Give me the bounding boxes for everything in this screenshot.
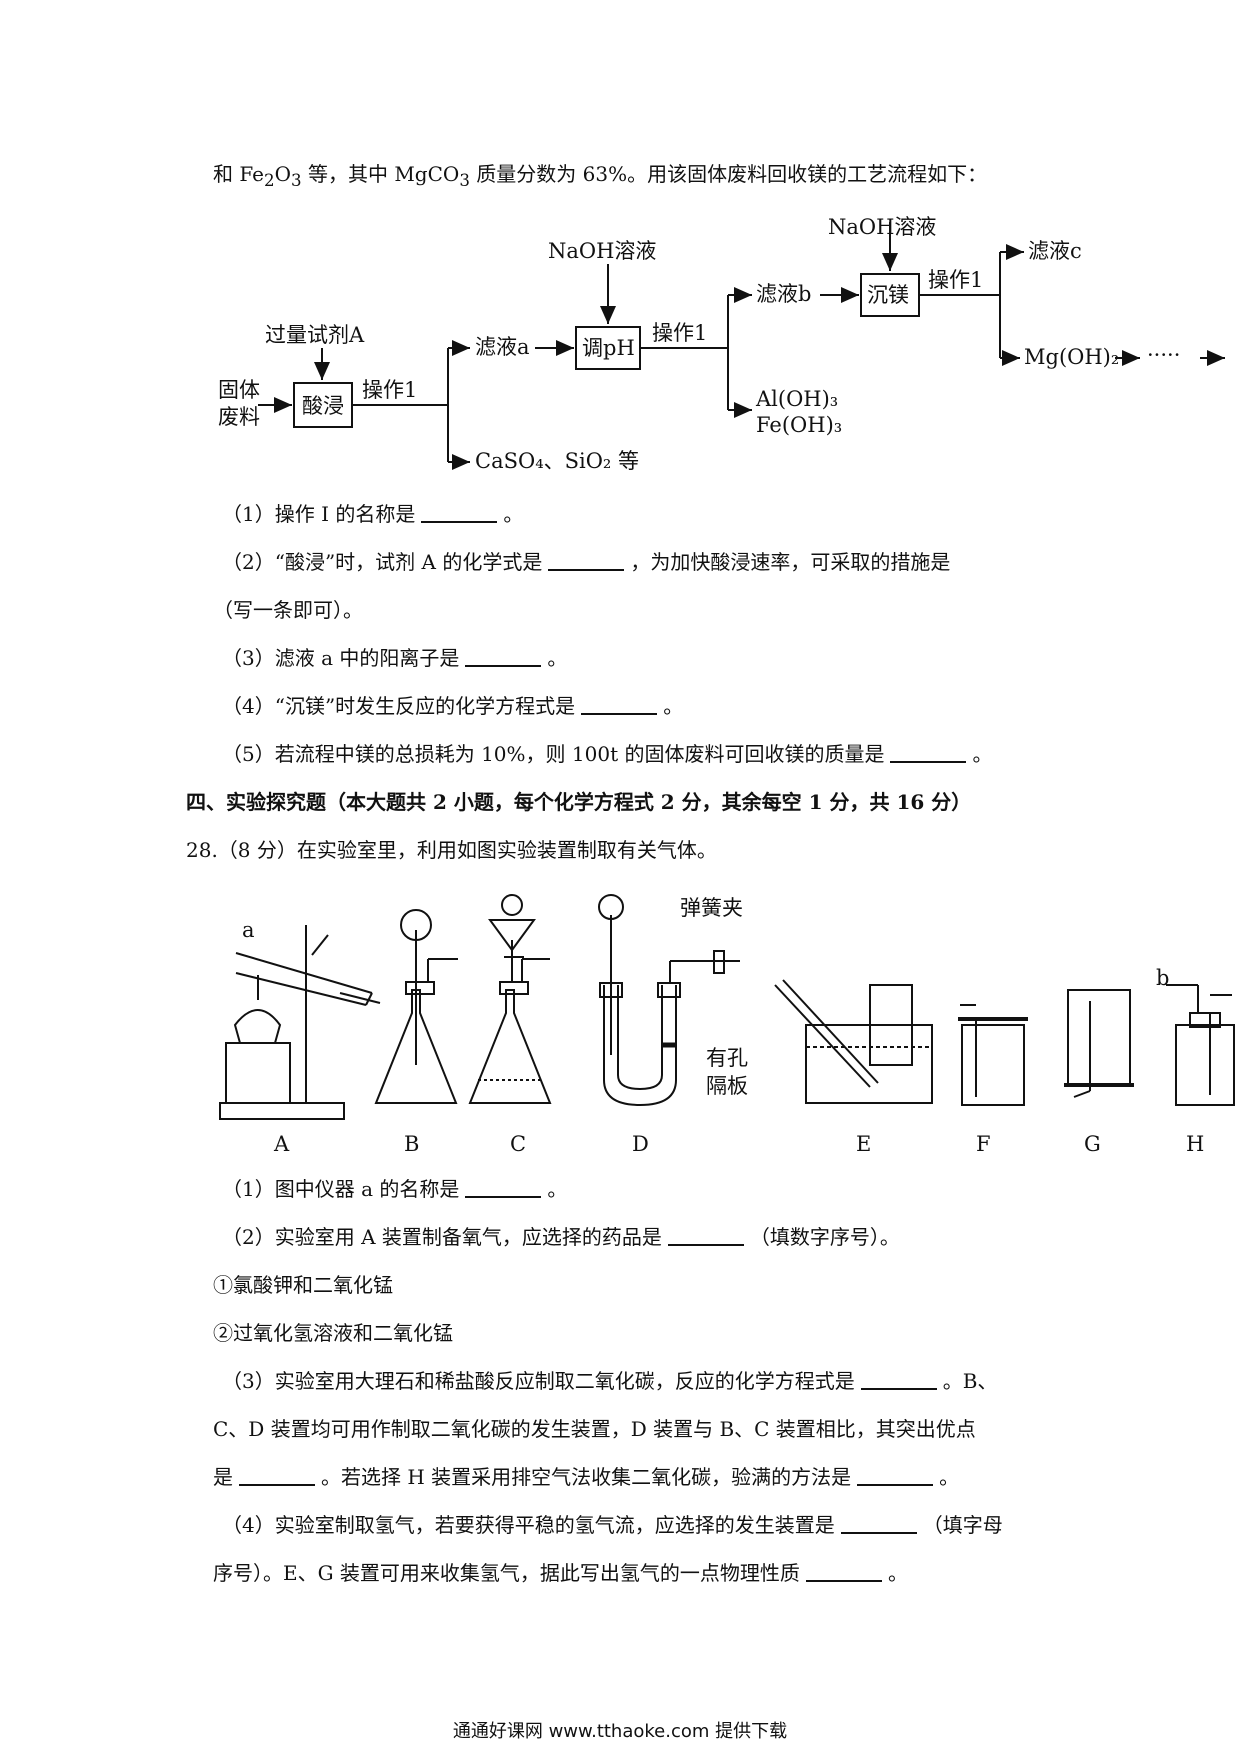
flow-reagent-a: 过量试剂A	[265, 323, 365, 347]
section-heading: 四、实验探究题（本大题共 2 小题，每个化学方程式 2 分，其余每空 1 分，共…	[186, 790, 972, 814]
apparatus-letter-c: C	[510, 1132, 526, 1156]
process-flow-diagram: 固体 废料 过量试剂A 酸浸 操作1 滤液a CaSO₄、SiO₂ 等 NaOH…	[218, 215, 1225, 473]
spring-clip-label: 弹簧夹	[680, 896, 743, 920]
apparatus-letter-f: F	[976, 1132, 991, 1156]
answer-blank[interactable]	[465, 647, 542, 667]
apparatus-diagram: a b 弹簧夹 有孔 隔板 A B C D E F G H	[219, 894, 1235, 1156]
flow-filtrate-b: 滤液b	[756, 282, 811, 306]
intro-line: 和 Fe2O3 等，其中 MgCO3 质量分数为 63%。用该固体废料回收镁的工…	[213, 162, 988, 190]
flow-adjust-ph: 调pH	[582, 336, 635, 360]
apparatus-letter-e: E	[856, 1132, 871, 1156]
q28-item-3: （3）实验室用大理石和稀盐酸反应制取二氧化碳，反应的化学方程式是。B、	[222, 1369, 998, 1393]
q27-item-2b: （写一条即可）。	[213, 598, 363, 622]
answer-blank[interactable]	[548, 551, 625, 571]
answer-blank[interactable]	[581, 695, 658, 715]
flow-filtrate-c: 滤液c	[1028, 239, 1082, 263]
flow-op1-c: 操作1	[928, 268, 983, 292]
apparatus-letter-g: G	[1084, 1132, 1101, 1156]
flow-naoh-1: NaOH溶液	[548, 239, 656, 263]
q28-option-2: ②过氧化氢溶液和二氧化锰	[213, 1321, 453, 1345]
answer-blank[interactable]	[465, 1178, 542, 1198]
answer-blank[interactable]	[805, 1562, 882, 1582]
q27-item-1: （1）操作 I 的名称是。	[222, 502, 524, 526]
page-footer: 通通好课网 www.tthaoke.com 提供下载	[452, 1721, 788, 1742]
apparatus-letter-d: D	[632, 1132, 649, 1156]
answer-blank[interactable]	[840, 1514, 917, 1534]
porous-plate-label-1: 有孔	[706, 1046, 748, 1070]
q28-item-3-line3: 是。若选择 H 装置采用排空气法收集二氧化碳，验满的方法是。	[213, 1465, 960, 1489]
q28-item-4-line2: 序号）。E、G 装置可用来收集氢气，据此写出氢气的一点物理性质。	[213, 1561, 908, 1585]
q28-item-4: （4）实验室制取氢气，若要获得平稳的氢气流，应选择的发生装置是（填字母	[222, 1513, 1003, 1537]
q28-item-2: （2）实验室用 A 装置制备氧气，应选择的药品是（填数字序号）。	[222, 1225, 900, 1249]
apparatus-label-a: a	[242, 918, 255, 942]
flow-raw-2: 废料	[218, 405, 260, 429]
answer-blank[interactable]	[857, 1466, 934, 1486]
answer-blank[interactable]	[860, 1370, 937, 1390]
answer-blank[interactable]	[239, 1466, 315, 1486]
answer-blank[interactable]	[421, 503, 498, 523]
flow-mgoh: Mg(OH)₂	[1024, 345, 1119, 369]
apparatus-label-b: b	[1156, 966, 1169, 990]
q28-item-3-line2: C、D 装置均可用作制取二氧化碳的发生装置，D 装置与 B、C 装置相比，其突出…	[213, 1417, 976, 1441]
flow-precip-mg: 沉镁	[867, 283, 909, 307]
flow-naoh-2: NaOH溶液	[828, 215, 936, 239]
q27-item-2: （2）“酸浸”时，试剂 A 的化学式是，为加快酸浸速率，可采取的措施是	[222, 550, 951, 574]
flow-dots: ·····	[1147, 343, 1180, 367]
q28-option-1: ①氯酸钾和二氧化锰	[213, 1273, 393, 1297]
apparatus-letter-a: A	[273, 1132, 290, 1156]
apparatus-letter-h: H	[1186, 1132, 1204, 1156]
q28-item-1: （1）图中仪器 a 的名称是。	[222, 1177, 568, 1201]
q27-item-5: （5）若流程中镁的总损耗为 10%，则 100t 的固体废料可回收镁的质量是。	[222, 742, 993, 766]
flow-residue: CaSO₄、SiO₂ 等	[475, 449, 639, 473]
flow-feoh: Fe(OH)₃	[756, 413, 842, 437]
flow-filtrate-a: 滤液a	[475, 335, 530, 359]
answer-blank[interactable]	[890, 743, 967, 763]
q27-item-3: （3）滤液 a 中的阳离子是。	[222, 646, 568, 670]
q28-title: 28.（8 分）在实验室里，利用如图实验装置制取有关气体。	[186, 838, 717, 862]
flow-raw-1: 固体	[218, 378, 260, 402]
q27-item-4: （4）“沉镁”时发生反应的化学方程式是。	[222, 694, 684, 718]
flow-op1-a: 操作1	[362, 378, 417, 402]
porous-plate-label-2: 隔板	[706, 1074, 748, 1098]
answer-blank[interactable]	[667, 1226, 744, 1246]
flow-op1-b: 操作1	[652, 321, 707, 345]
flow-acid-leach: 酸浸	[302, 394, 344, 418]
flow-aloh: Al(OH)₃	[755, 387, 838, 411]
apparatus-letter-b: B	[404, 1132, 419, 1156]
